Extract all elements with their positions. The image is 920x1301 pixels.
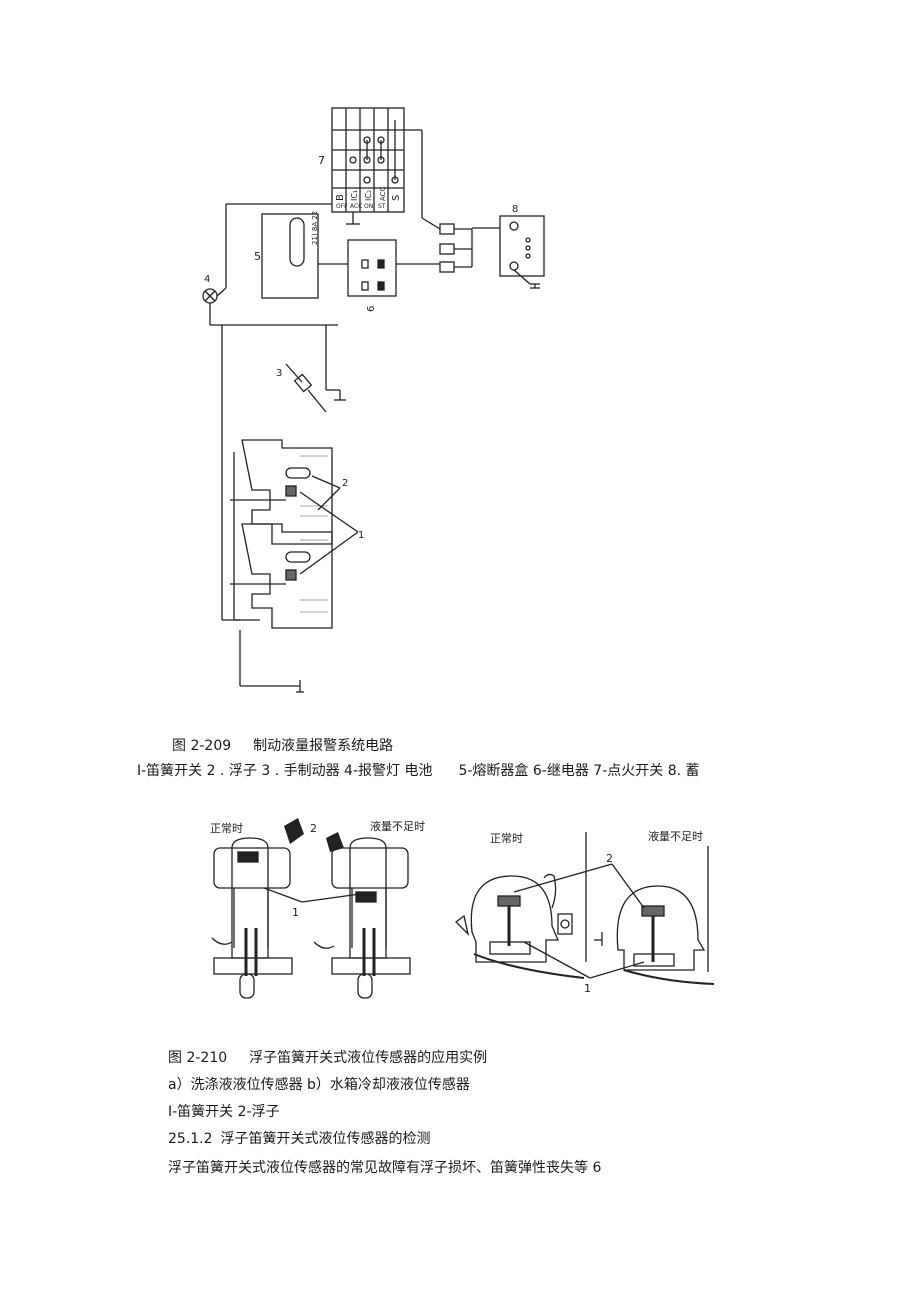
figure-209-caption: 图 2-209 制动液量报警系统电路 [172,737,393,755]
figure-209-title: 制动液量报警系统电路 [253,738,394,754]
ignition-switch-table [331,107,423,225]
brake-fluid-alarm-circuit-diagram: B IC₁ IC₂ ACC S OFF ACC ON ST 7 21) 8A 2… [202,107,545,693]
arrow-icon [326,832,344,852]
header-s: S [391,195,402,201]
label-5: 5 [254,250,261,263]
left-normal-label: 正常时 [210,822,243,835]
label-7: 7 [318,154,325,167]
section-number: 25.1.2 [168,1131,213,1147]
header-b: B [335,194,346,201]
figure-209-legend: I-笛簧开关 2 . 浮子 3 . 手制动器 4-报警灯 电池 5-熔断器盒 6-… [137,762,700,780]
header-ic2: IC₂ [364,190,373,201]
fusible-links [421,217,500,273]
figure-209-legend-a: I-笛簧开关 2 . 浮子 3 . 手制动器 4-报警灯 电池 [137,763,433,779]
label-6: 6 [366,306,377,312]
figure-210-title: 浮子笛簧开关式液位传感器的应用实例 [249,1050,488,1066]
right-normal-label: 正常时 [490,832,523,845]
row-on: ON [364,203,373,210]
label-3: 3 [276,368,282,379]
radiator-coolant-sensor-diagram: 正常时 液量不足时 2 1 [455,829,715,995]
label-1: 1 [358,530,364,541]
section-title: 浮子笛簧开关式液位传感器的检测 [220,1131,431,1147]
header-ic1: IC₁ [350,190,359,201]
battery: 8 [499,204,545,289]
figure-210-caption: 图 2-210 浮子笛簧开关式液位传感器的应用实例 [168,1049,487,1067]
right-low-label: 液量不足时 [648,829,703,843]
row-off: OFF [336,203,348,210]
left-sensor-low [313,837,411,999]
left-low-label: 液量不足时 [370,819,425,833]
fuse-box: 21) 8A 22 5 [254,211,319,299]
right-num2: 2 [606,852,613,865]
right-sensor-low [616,885,715,985]
row-st: ST [378,203,386,210]
figure-209-number: 图 2-209 [172,738,232,754]
left-num1: 1 [292,906,299,919]
ignition-switch-row-labels: OFF ACC ON ST [336,203,386,210]
header-acc: ACC [379,186,387,201]
arrow-icon [284,818,304,844]
section-heading: 25.1.2 浮子笛簧开关式液位传感器的检测 [168,1130,431,1148]
left-num2: 2 [310,822,317,835]
figure-209-legend-b: 5-熔断器盒 6-继电器 7-点火开关 8. 蓄 [458,763,700,779]
figure-210-number: 图 2-210 [168,1050,228,1066]
ignition-switch-header-text: B IC₁ IC₂ ACC S [335,186,402,201]
figure-210-legend: I-笛簧开关 2-浮子 [168,1104,280,1120]
body-paragraph: 浮子笛簧开关式液位传感器的常见故障有浮子损坏、笛簧弹性丧失等 6 [168,1160,602,1176]
fluid-reservoirs: 2 1 [222,439,364,693]
label-4: 4 [204,274,210,285]
hand-brake-switch: 3 [276,363,346,413]
figure-210-subcaption: a）洗涤液液位传感器 b）水箱冷却液液位传感器 [168,1077,470,1093]
right-num1: 1 [584,982,591,995]
fuse-text: 21) 8A 22 [311,211,319,245]
right-sensor-normal [455,875,585,979]
label-2: 2 [342,478,348,489]
relay: 6 [318,239,440,312]
left-sensor-normal [211,837,293,999]
row-acc: ACC [350,203,362,210]
label-8: 8 [512,204,518,215]
right-float-clip [543,873,603,946]
washer-fluid-sensor-diagram: 正常时 2 液量不足时 1 [210,818,425,999]
